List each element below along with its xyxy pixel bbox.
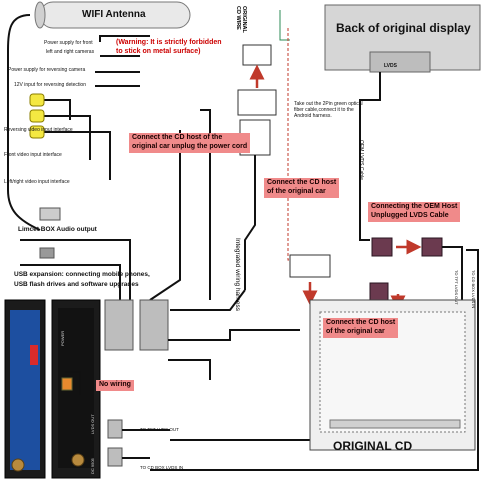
- wifi-label: WIFI Antenna: [82, 9, 146, 20]
- label-front-video: Front video input interface: [4, 152, 62, 158]
- fiber-note: Take out the 2Pin green optical fiber ca…: [294, 101, 363, 119]
- vertical-tft-lvds-label: TO TFT LVDS OUT: [454, 270, 459, 305]
- note-oem-lvds: Connecting the OEM Host Unplugged LVDS C…: [368, 202, 461, 222]
- android-box-icon: [4, 299, 101, 479]
- bottom-label-cd-box: TO CD BOX LVDS IN: [140, 465, 184, 470]
- display-lvds-label: LVDS: [384, 63, 397, 69]
- bottom-label-tft: TO TFT LVDS OUT: [140, 427, 179, 432]
- box-label-power: POWER: [60, 330, 65, 346]
- label-usb-2: USB flash drives and software upgrades: [14, 281, 139, 288]
- vertical-cd-box-label: TO CD BOX LVDS IN: [471, 270, 476, 309]
- note-cd-unplug: Connect the CD host of the original car …: [129, 133, 251, 153]
- original-cd-label: ORIGINAL CD: [333, 439, 413, 453]
- warning-note: (Warning: It is strictly forbidden to st…: [116, 39, 222, 55]
- label-usb: USB expansion: connecting mobile phones,: [14, 271, 150, 278]
- display-back-icon: [324, 4, 481, 73]
- wifi-antenna-icon: [34, 1, 191, 29]
- original-cd-wire-label: ORIGINAL CD WIRE: [235, 6, 247, 33]
- note-cd-host-1: Connect the CD host of the original car: [264, 178, 340, 198]
- oem-lvds-cable-label: OEM LVDS Cable: [358, 140, 364, 180]
- label-12v: 12V input for reversing detection: [14, 82, 86, 88]
- display-title: Back of original display: [336, 21, 471, 35]
- label-audio: Limcet BOX Audio output: [18, 226, 97, 233]
- integrated-harness-label: Integrated wiring harness: [234, 238, 241, 311]
- label-power-front: Power supply for front: [44, 40, 93, 46]
- note-no-wiring: No wiring: [96, 380, 134, 391]
- box-label-lvds: LVDS OUT: [90, 414, 95, 434]
- label-rev-video: Reversing video input interface: [4, 127, 73, 133]
- label-power-reverse: Power supply for reversing camera: [8, 67, 86, 73]
- label-lr-video: Left/right video input interface: [4, 179, 70, 185]
- box-label-dc: DC 9505: [90, 458, 95, 474]
- label-power-front-2: left and right cameras: [46, 49, 95, 55]
- note-cd-host-2: Connect the CD host of the original car: [323, 318, 399, 338]
